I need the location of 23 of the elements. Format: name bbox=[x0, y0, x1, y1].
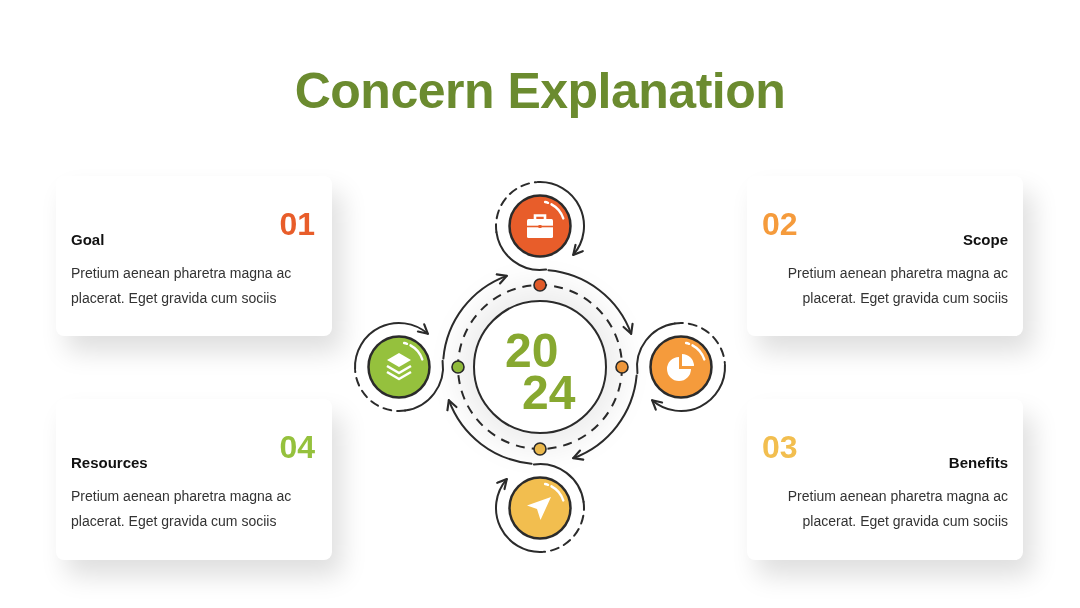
arrow bbox=[442, 274, 508, 360]
card-heading: Benefits bbox=[948, 454, 1008, 472]
card-text: Pretium aenean pharetra magna ac placerat. Eget gravida cum sociis bbox=[786, 264, 1008, 308]
card-heading: Resources bbox=[71, 454, 148, 472]
card bbox=[56, 176, 332, 336]
arrow bbox=[547, 269, 633, 335]
card bbox=[747, 176, 1023, 336]
card-text: Pretium aenean pharetra magna ac placerat. Eget gravida cum sociis bbox=[786, 487, 1008, 531]
card-heading: Scope bbox=[963, 231, 1008, 249]
card-heading: Goal bbox=[71, 231, 105, 249]
step-number: 01 bbox=[279, 208, 315, 240]
arrow bbox=[572, 374, 638, 460]
step-number: 04 bbox=[279, 431, 315, 463]
card bbox=[747, 399, 1023, 560]
year-text: 20 24 bbox=[505, 330, 577, 414]
step-number: 02 bbox=[762, 208, 798, 240]
step-number: 03 bbox=[762, 431, 798, 463]
card-text: Pretium aenean pharetra magna ac placerat. Eget gravida cum sociis bbox=[71, 487, 293, 531]
arrow bbox=[447, 399, 533, 465]
center-circle bbox=[473, 300, 607, 434]
title: Concern Explanation bbox=[294, 62, 786, 121]
card bbox=[56, 399, 332, 560]
card-text: Pretium aenean pharetra magna ac placerat. Eget gravida cum sociis bbox=[71, 264, 293, 308]
